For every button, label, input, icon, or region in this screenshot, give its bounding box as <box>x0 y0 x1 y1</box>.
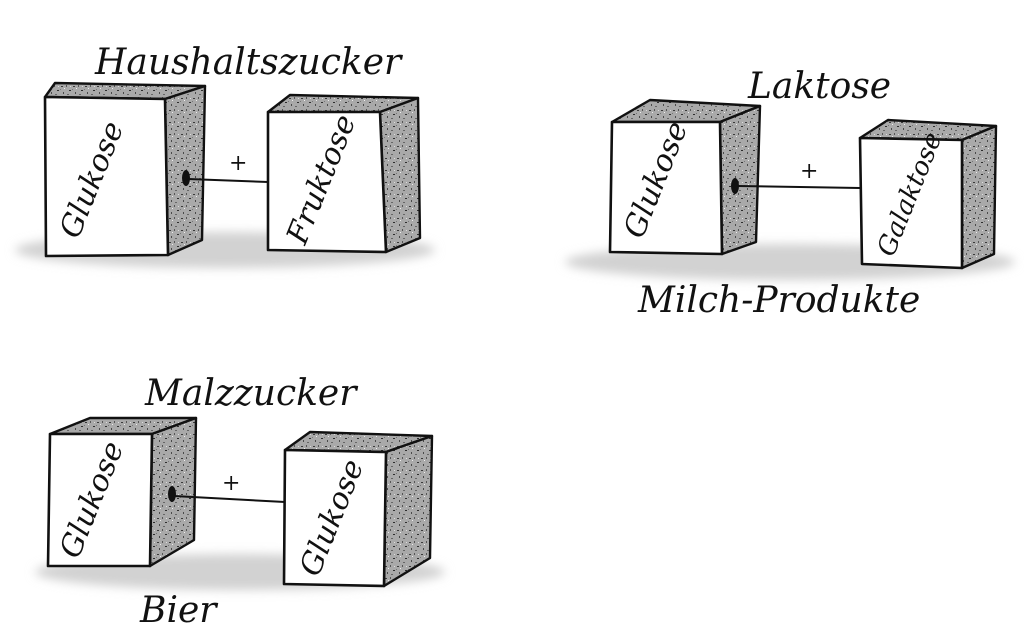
cube-front-face <box>282 448 388 588</box>
group-caption: Milch-Produkte <box>637 280 920 321</box>
glycosidic-bond: + <box>182 151 269 186</box>
group-title: Laktose <box>747 66 891 107</box>
group-laktose: Laktose Glukose + Galaktose Milch-Produk… <box>565 66 1015 321</box>
cube-front-face <box>858 136 964 270</box>
bond-line <box>173 495 286 503</box>
bond-plus: + <box>222 471 240 496</box>
glucose-cube: Glukose <box>282 430 434 588</box>
bond-dot <box>168 486 176 502</box>
glycosidic-bond: + <box>731 159 861 194</box>
cube-side-face <box>960 124 998 270</box>
bond-dot <box>731 178 739 194</box>
fructose-cube: Fruktose <box>266 93 422 254</box>
cube-side-face <box>382 434 434 588</box>
cube-front-face <box>608 120 724 256</box>
group-title: Haushaltszucker <box>94 42 403 83</box>
bond-dot <box>182 170 190 186</box>
group-title: Malzzucker <box>144 373 358 414</box>
group-malzzucker: Malzzucker Glukose + Glukose Bier <box>35 373 445 631</box>
bond-plus: + <box>800 159 818 184</box>
cube-front-face <box>46 432 154 568</box>
glucose-cube: Glukose <box>46 416 198 568</box>
bond-plus: + <box>229 151 247 176</box>
cube-front-face <box>266 110 388 254</box>
bond-line <box>736 185 861 189</box>
group-caption: Bier <box>139 590 218 631</box>
cube-side-face <box>718 104 762 256</box>
group-haushaltszucker: Haushaltszucker Glukose + Fruktose <box>15 42 435 268</box>
glycosidic-bond: + <box>168 471 286 503</box>
glucose-cube: Glukose <box>608 98 762 256</box>
galactose-cube: Galaktose <box>858 118 998 270</box>
cube-front-face <box>43 95 170 258</box>
glucose-cube: Glukose <box>43 81 207 258</box>
bond-line <box>187 178 269 183</box>
